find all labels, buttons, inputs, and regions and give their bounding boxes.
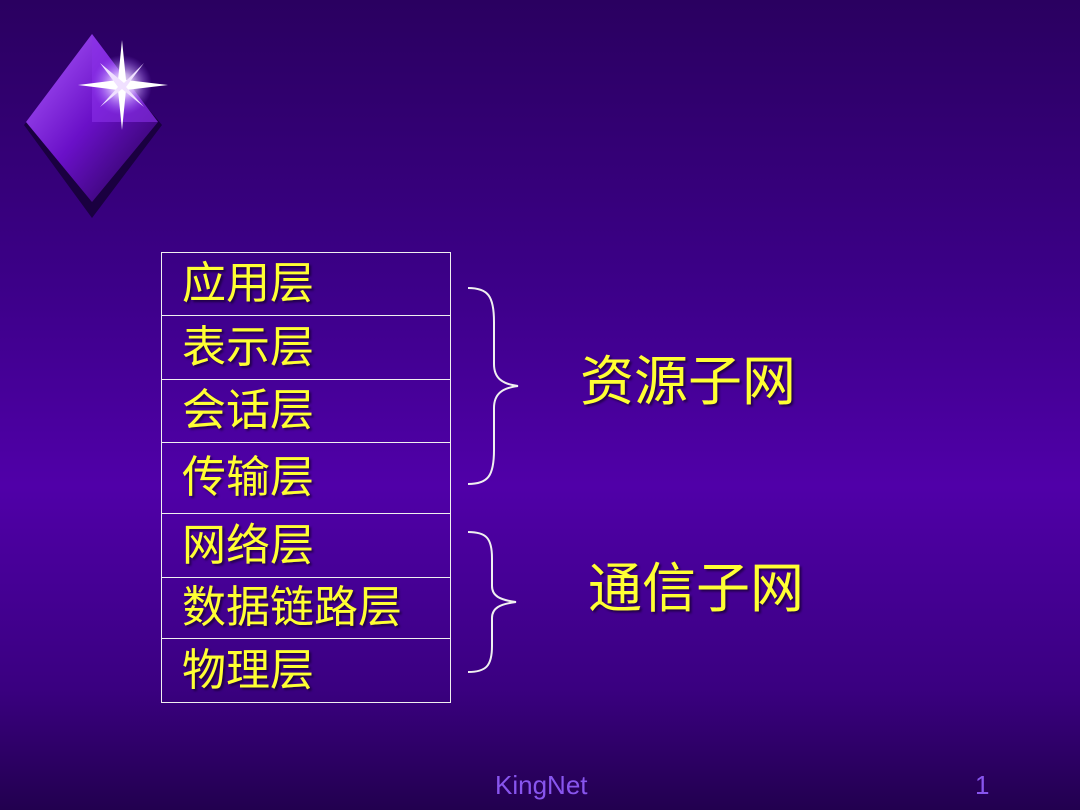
diamond-star-logo [24,34,168,218]
resource-subnet-label: 资源子网 [580,350,796,413]
resource-subnet-brace [467,287,519,485]
page-number: 1 [975,770,990,800]
footer-brand: KingNet [495,770,588,800]
layer-network: 网络层 [161,514,451,578]
communication-subnet-brace [467,531,517,673]
osi-layer-stack: 应用层 表示层 会话层 传输层 网络层 数据链路层 物理层 [161,252,451,703]
layer-label: 会话层 [182,385,314,436]
layer-label: 数据链路层 [182,582,402,633]
layer-session: 会话层 [161,380,451,443]
layer-physical: 物理层 [161,639,451,703]
layer-data-link: 数据链路层 [161,578,451,639]
layer-label: 传输层 [182,452,314,503]
communication-subnet-label: 通信子网 [588,557,804,620]
layer-transport: 传输层 [161,443,451,514]
layer-label: 物理层 [182,644,314,696]
layer-label: 网络层 [182,519,314,571]
layer-label: 表示层 [182,321,314,373]
layer-label: 应用层 [182,258,314,309]
layer-presentation: 表示层 [161,316,451,380]
layer-application: 应用层 [161,253,451,316]
